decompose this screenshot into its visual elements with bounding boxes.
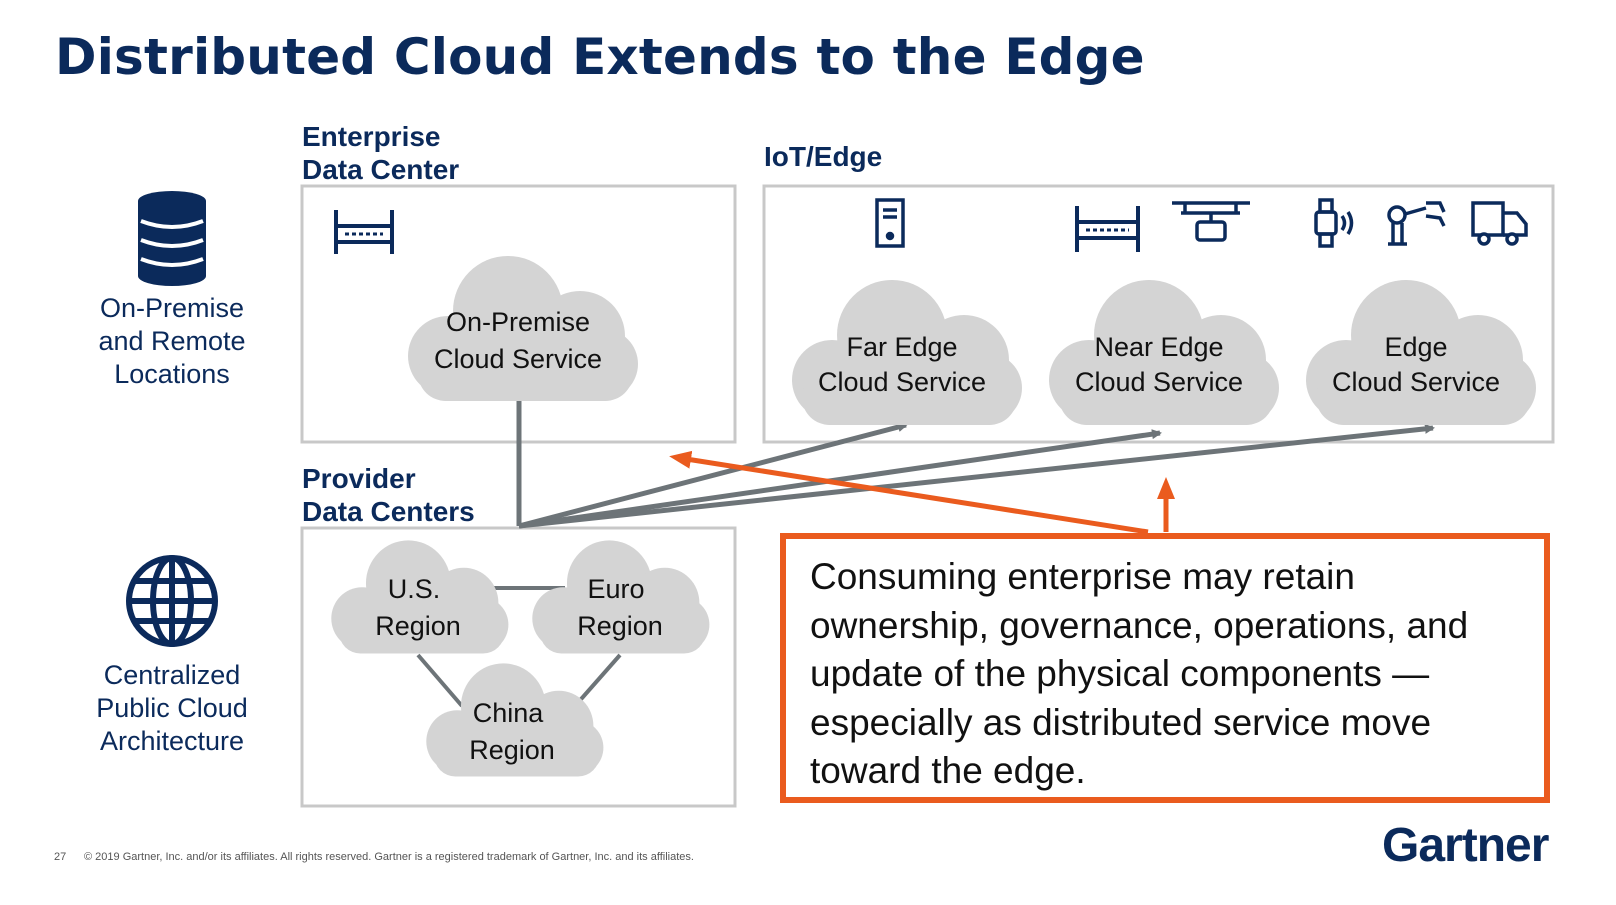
enterprise-label-line: Data Center — [302, 154, 460, 185]
iot-section-label: IoT/Edge — [764, 141, 883, 172]
provider-label-line: Data Centers — [302, 496, 475, 527]
enterprise-label-line: Enterprise — [302, 121, 441, 152]
server-rack-icon — [334, 210, 394, 254]
callout-box: Consuming enterprise may retain ownershi… — [780, 533, 1550, 803]
on-premise-label: On-Premise and Remote Locations — [62, 292, 282, 391]
centralized-label-line: Architecture — [99, 726, 245, 756]
orange-arrow-to-enterprise — [669, 450, 1149, 535]
far-edge-cloud-line1: Far Edge — [846, 332, 957, 362]
china-region-line1: China — [473, 698, 545, 728]
centralized-label-line: Centralized — [103, 660, 241, 690]
centralized-label-line: Public Cloud — [96, 693, 248, 723]
china-region-line2: Region — [469, 735, 555, 765]
us-china-connector — [416, 653, 464, 708]
provider-box — [300, 526, 737, 808]
slide-title: Distributed Cloud Extends to the Edge — [55, 28, 1145, 86]
on-premise-label-line: and Remote — [98, 326, 246, 356]
edge-cloud-line1: Edge — [1384, 332, 1447, 362]
us-region-line2: Region — [375, 611, 461, 641]
tower-server-icon — [875, 198, 905, 248]
page-number: 27 — [54, 851, 67, 863]
near-edge-cloud-line2: Cloud Service — [1075, 367, 1243, 397]
on-premise-cloud-line2: Cloud Service — [434, 344, 602, 374]
iot-edge-box — [762, 184, 1555, 444]
server-rack-icon — [1075, 206, 1140, 252]
far-edge-cloud-line2: Cloud Service — [818, 367, 986, 397]
on-premise-label-line: On-Premise — [99, 293, 245, 323]
arrow-to-far-edge — [518, 422, 908, 529]
euro-region-line1: Euro — [587, 574, 644, 604]
arrow-to-edge — [518, 423, 1435, 529]
us-region-line1: U.S. — [388, 574, 441, 604]
database-icon — [138, 191, 206, 286]
provider-label-line: Provider — [302, 463, 416, 494]
edge-cloud-line2: Cloud Service — [1332, 367, 1500, 397]
near-edge-cloud-line1: Near Edge — [1094, 332, 1223, 362]
arrow-to-near-edge — [518, 429, 1162, 529]
smartwatch-icon — [1314, 198, 1354, 248]
provider-section-label: Provider Data Centers — [302, 462, 475, 528]
robot-arm-icon — [1387, 201, 1446, 246]
on-premise-label-line: Locations — [114, 359, 230, 389]
enterprise-section-label: Enterprise Data Center — [302, 120, 459, 186]
centralized-label: Centralized Public Cloud Architecture — [62, 659, 282, 758]
copyright-text: © 2019 Gartner, Inc. and/or its affiliat… — [84, 851, 694, 863]
truck-icon — [1471, 201, 1528, 246]
euro-china-connector — [573, 653, 622, 708]
drone-icon — [1172, 201, 1250, 242]
globe-icon — [126, 555, 218, 647]
gartner-logo: Gartner — [1382, 819, 1549, 872]
euro-region-line2: Region — [577, 611, 663, 641]
callout-text: Consuming enterprise may retain ownershi… — [810, 556, 1469, 791]
on-premise-cloud-line1: On-Premise — [446, 307, 590, 337]
